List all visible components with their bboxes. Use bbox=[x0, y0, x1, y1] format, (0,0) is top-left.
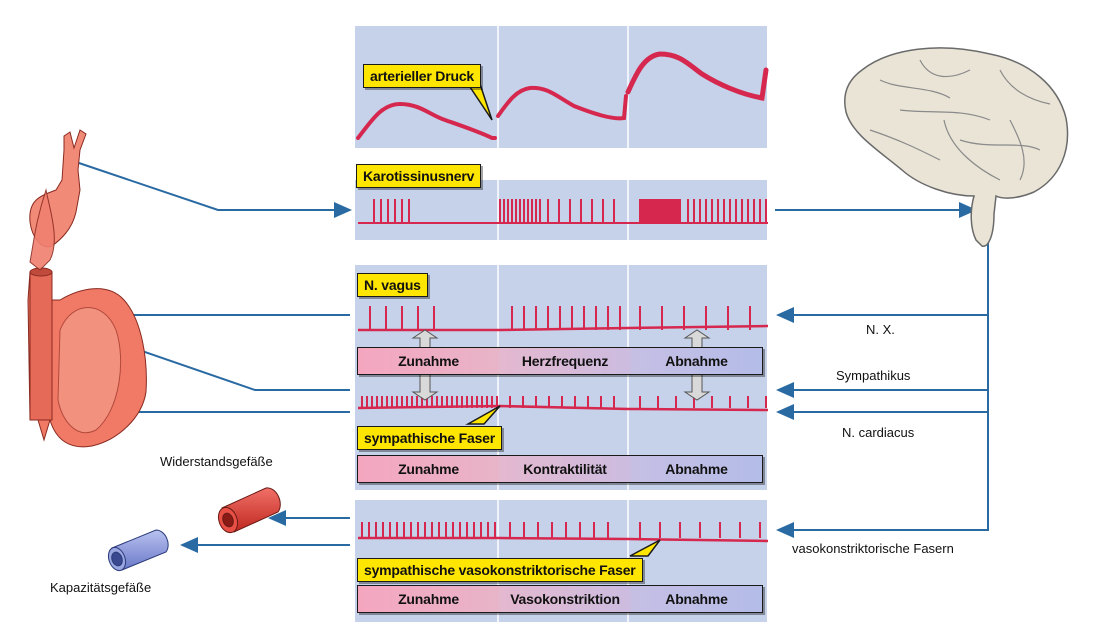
carotid-sinus-nerve-panel bbox=[355, 180, 767, 240]
carotid-nerve-trace bbox=[358, 199, 768, 224]
nx-label: N. X. bbox=[866, 322, 895, 337]
vasoconstrictor-trace bbox=[358, 522, 769, 543]
vasoconstriction-decrease: Abnahme bbox=[631, 586, 762, 612]
brain-illustration bbox=[844, 47, 1069, 247]
sympathetic-trace bbox=[357, 396, 769, 412]
capacitance-vessel bbox=[107, 529, 169, 572]
contractility-increase: Zunahme bbox=[358, 456, 499, 482]
heart-rate-increase: Zunahme bbox=[358, 348, 499, 374]
vasoconstriction-increase: Zunahme bbox=[358, 586, 499, 612]
sympathikus-label: Sympathikus bbox=[836, 368, 911, 383]
contractility-decrease: Abnahme bbox=[631, 456, 762, 482]
heart-rate-decrease: Abnahme bbox=[631, 348, 762, 374]
label-pointers bbox=[465, 83, 661, 557]
contractility-label: Kontraktilität bbox=[499, 456, 631, 482]
arterial-pressure-label: arterieller Druck bbox=[363, 64, 481, 88]
arterial-pressure-trace bbox=[356, 51, 769, 140]
resistance-vessel bbox=[217, 487, 281, 534]
sympathetic-vasoconstrictor-label: sympathische vasokonstriktorische Faser bbox=[357, 558, 643, 582]
heart-rate-label: Herzfrequenz bbox=[499, 348, 631, 374]
carotid-sinus-nerve-label: Karotissinusnerv bbox=[356, 164, 482, 188]
vagus-label: N. vagus bbox=[357, 273, 428, 297]
connection-arrows bbox=[50, 159, 989, 553]
vasoconstriction-row: Zunahme Vasokonstriktion Abnahme bbox=[357, 585, 763, 613]
vagus-trace bbox=[358, 306, 769, 332]
heart-illustration bbox=[27, 129, 147, 448]
capacitance-vessels-label: Kapazitätsgefäße bbox=[50, 580, 152, 595]
sympathetic-fiber-label: sympathische Faser bbox=[357, 426, 503, 450]
vasoconstrictor-fibers-label: vasokonstriktorische Fasern bbox=[792, 541, 954, 556]
vasoconstriction-label: Vasokonstriktion bbox=[499, 586, 631, 612]
heart-rate-row: Zunahme Herzfrequenz Abnahme bbox=[357, 347, 763, 375]
resistance-vessels-label: Widerstandsgefäße bbox=[160, 454, 273, 469]
contractility-row: Zunahme Kontraktilität Abnahme bbox=[357, 455, 763, 483]
n-cardiacus-label: N. cardiacus bbox=[842, 425, 915, 440]
